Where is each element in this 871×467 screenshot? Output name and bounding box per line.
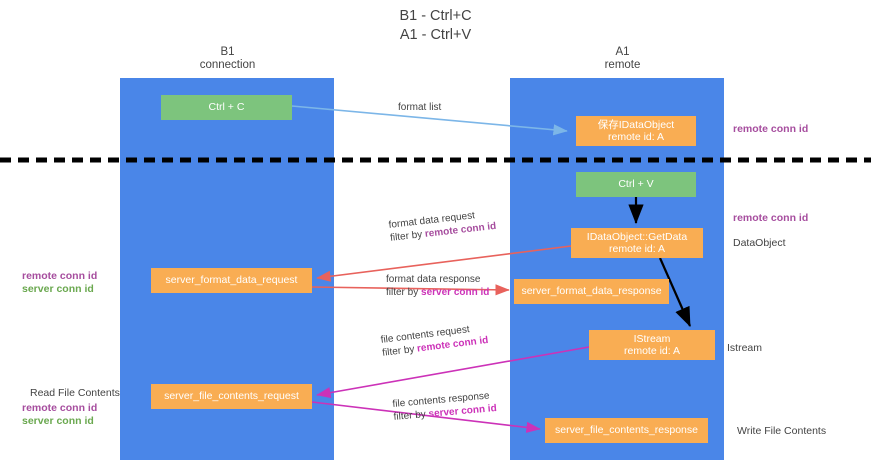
box-server-format-data-response-label: server_format_data_response (521, 285, 662, 298)
side-label-right-remote-conn-id-2: remote conn id (733, 212, 809, 224)
connector-label-file-contents-request: file contents request filter by remote c… (380, 321, 489, 360)
box-server-format-data-response[interactable]: server_format_data_response (514, 279, 669, 304)
diagram-title: B1 - Ctrl+C A1 - Ctrl+V (0, 7, 871, 45)
side-label-write-file-contents: Write File Contents (737, 425, 827, 437)
side-label-read-file-contents: Read File Contents (30, 387, 120, 399)
side-label-left-conn-ids-2: remote conn id server conn id (22, 402, 97, 428)
box-server-format-data-request-label: server_format_data_request (165, 274, 298, 287)
box-save-idataobject-line1: 保存IDataObject (597, 118, 675, 131)
box-server-file-contents-request-label: server_file_contents_request (164, 390, 299, 403)
box-getdata-line1: IDataObject::GetData (586, 230, 688, 243)
title-line-1: B1 - Ctrl+C (399, 8, 472, 24)
box-ctrl-c[interactable]: Ctrl + C (161, 95, 292, 120)
side-label-right-remote-conn-id-1: remote conn id (733, 123, 809, 135)
side-label-left-server-conn-id-1: server conn id (22, 283, 94, 295)
connector-label-format-data-response-filter: filter by server conn id (386, 287, 490, 298)
connector-label-format-data-response-text: format data response (386, 274, 481, 285)
side-label-left-remote-conn-id-2: remote conn id (22, 402, 98, 414)
lane-right-name: A1 (615, 46, 630, 58)
connector-label-format-data-response: format data response filter by server co… (386, 273, 489, 299)
lane-header-right: A1 remote (545, 46, 700, 72)
box-save-idataobject-line2: remote id: A (607, 131, 665, 143)
box-istream-line2: remote id: A (623, 345, 681, 357)
side-label-istream: Istream (727, 342, 763, 354)
box-server-format-data-request[interactable]: server_format_data_request (151, 268, 312, 293)
side-label-data-object: DataObject (733, 237, 786, 249)
side-label-left-remote-conn-id-1: remote conn id (22, 270, 98, 282)
lane-right-role: remote (604, 59, 641, 71)
side-label-left-conn-ids-1: remote conn id server conn id (22, 270, 97, 296)
box-server-file-contents-response-label: server_file_contents_response (554, 424, 698, 437)
connector-label-format-list: format list (398, 101, 441, 114)
lane-left-name: B1 (220, 46, 235, 58)
box-ctrl-v[interactable]: Ctrl + V (576, 172, 696, 197)
box-getdata-line2: remote id: A (608, 243, 666, 255)
box-save-idataobject[interactable]: 保存IDataObject remote id: A (576, 116, 696, 146)
box-ctrl-c-label: Ctrl + C (208, 101, 245, 114)
box-istream-line1: IStream (633, 332, 671, 345)
connector-label-format-data-request: format data request filter by remote con… (388, 207, 497, 245)
box-ctrl-v-label: Ctrl + V (618, 178, 654, 191)
title-line-2: A1 - Ctrl+V (399, 27, 472, 43)
connector-label-file-contents-response: file contents response filter by server … (392, 389, 497, 424)
box-idataobject-getdata[interactable]: IDataObject::GetData remote id: A (571, 228, 703, 258)
box-server-file-contents-request[interactable]: server_file_contents_request (151, 384, 312, 409)
side-label-left-server-conn-id-2: server conn id (22, 415, 94, 427)
box-server-file-contents-response[interactable]: server_file_contents_response (545, 418, 708, 443)
lane-header-left: B1 connection (150, 46, 305, 72)
connector-label-format-list-text: format list (398, 102, 442, 113)
lane-left-role: connection (199, 59, 256, 71)
box-istream[interactable]: IStream remote id: A (589, 330, 715, 360)
